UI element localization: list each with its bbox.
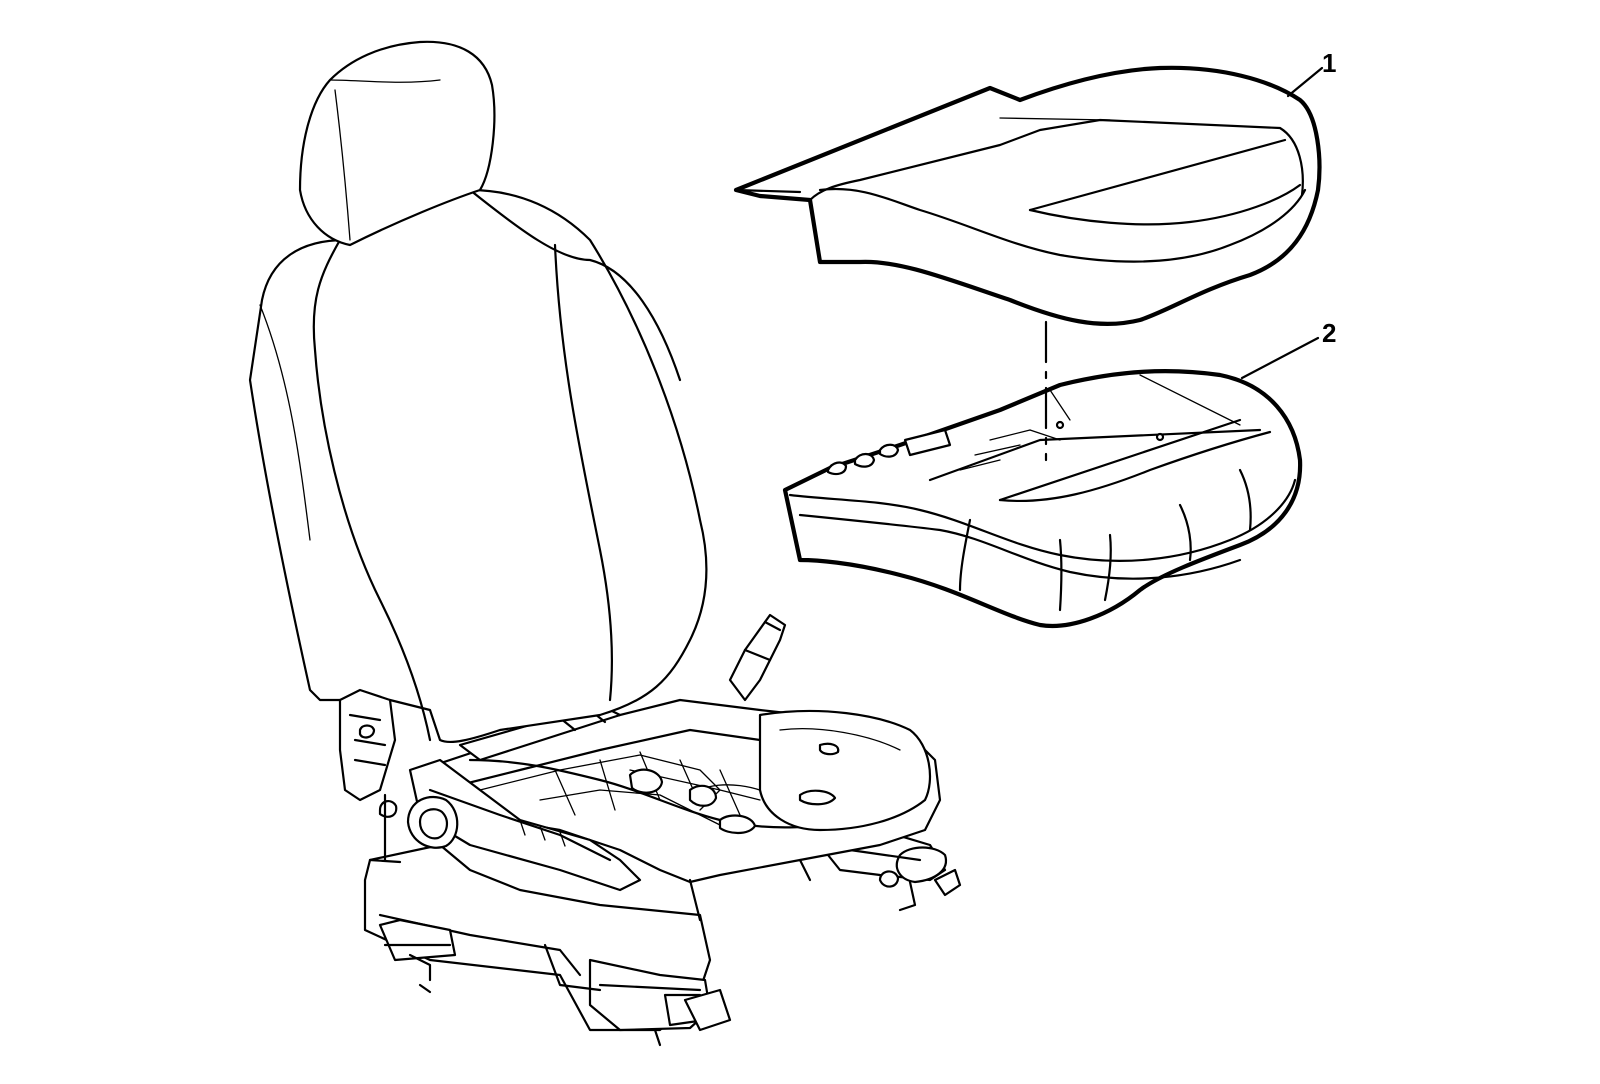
leader-line-1 bbox=[1286, 66, 1324, 98]
leader-line-2 bbox=[1240, 336, 1320, 380]
seat-back bbox=[248, 40, 708, 864]
callout-1: 1 bbox=[1322, 48, 1336, 78]
seat-assembly bbox=[248, 40, 962, 1047]
seat-cushion-frame bbox=[378, 613, 942, 922]
callout-2: 2 bbox=[1322, 318, 1336, 348]
seatbelt-buckle bbox=[728, 613, 787, 702]
headrest bbox=[298, 40, 496, 247]
seat-cushion-cover bbox=[733, 65, 1322, 327]
seat-cushion-pad bbox=[782, 369, 1303, 628]
